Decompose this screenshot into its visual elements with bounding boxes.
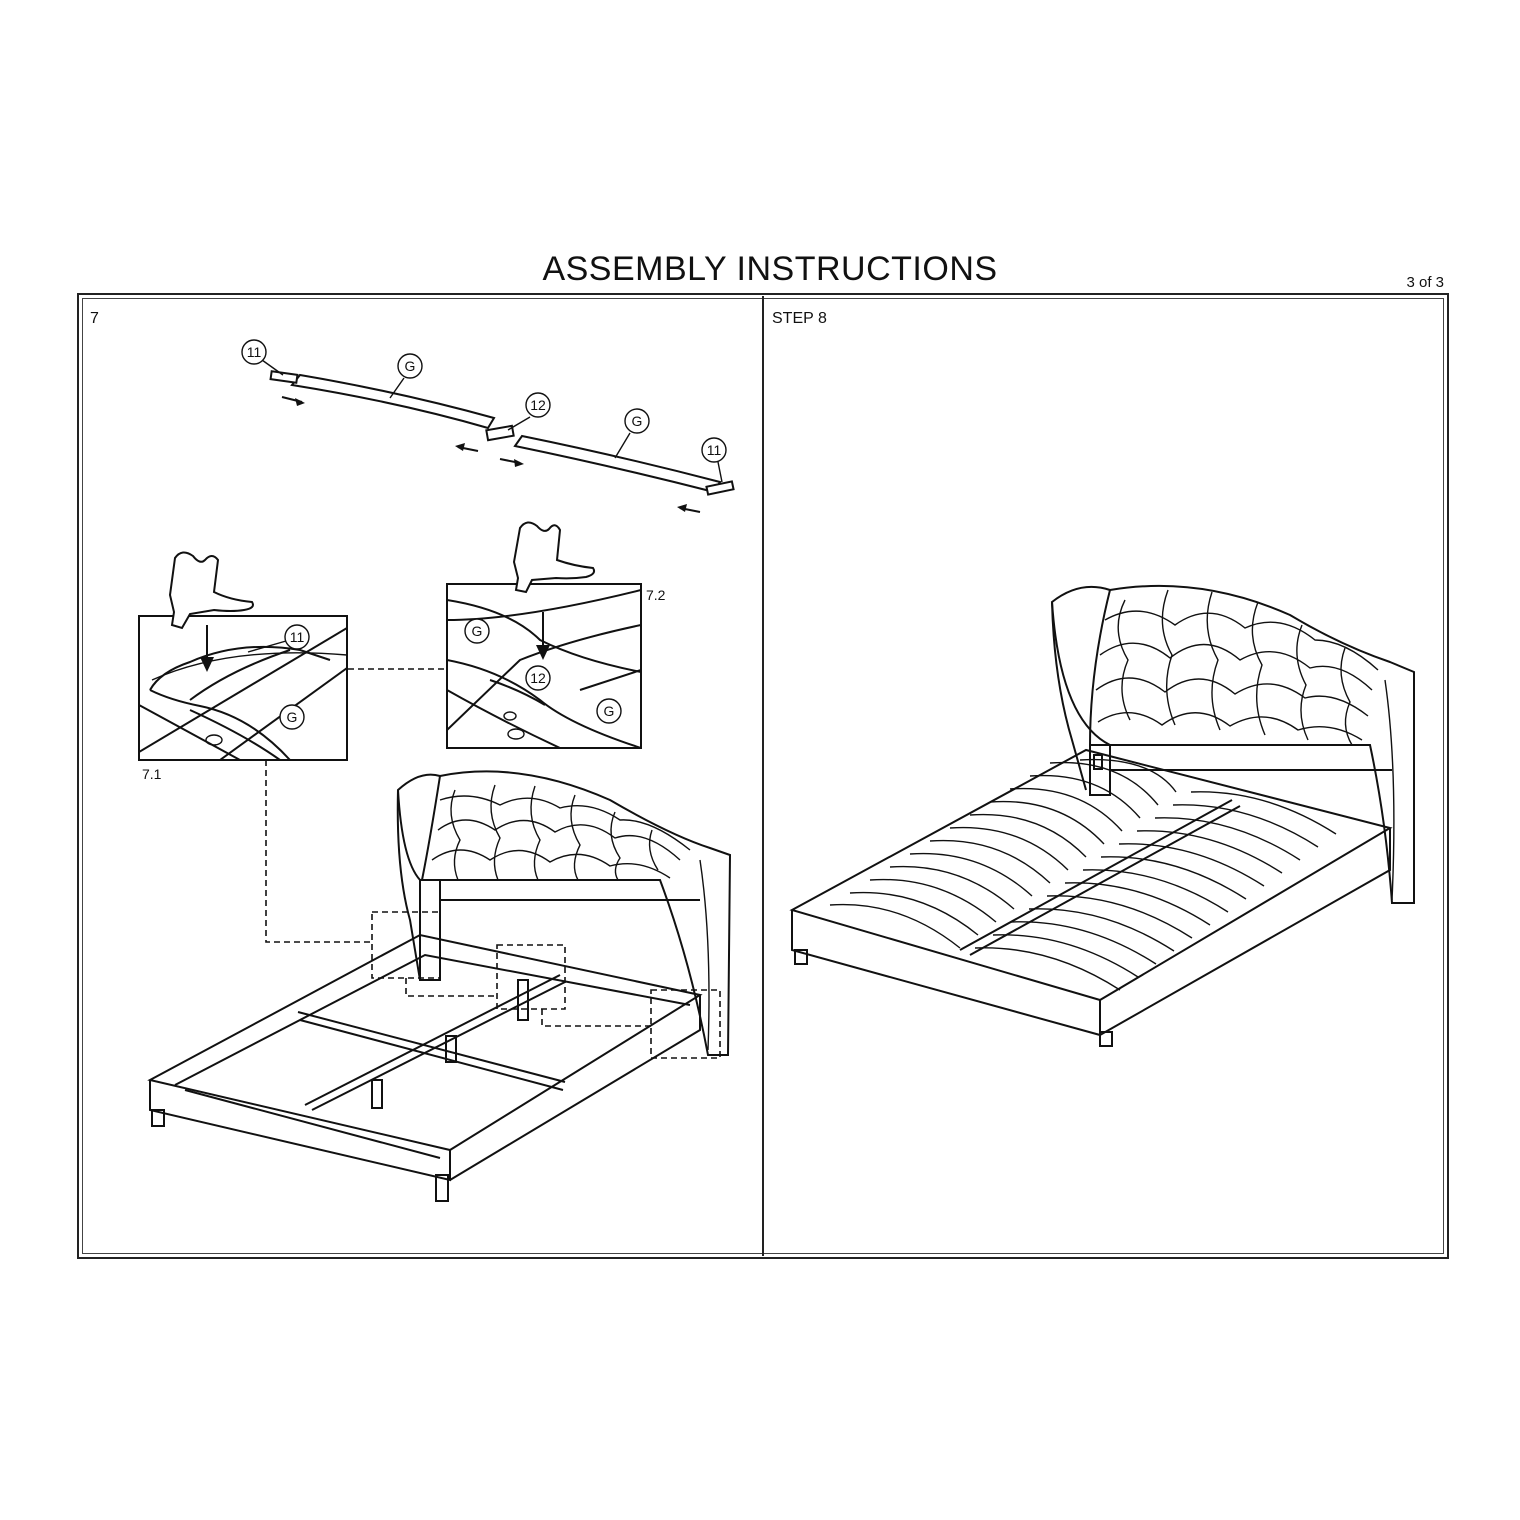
callout-12: 12 [507, 392, 551, 431]
detail-7-2-callout-12: 12 [530, 670, 546, 686]
page-title: ASSEMBLY INSTRUCTIONS [542, 250, 998, 288]
callout-11-right: 11 [701, 437, 727, 483]
callout-11-right-text: 11 [707, 442, 722, 458]
down-arrow-icon [200, 625, 214, 672]
move-arrow-icon [281, 396, 701, 513]
down-arrow-icon [536, 612, 550, 660]
callout-11-left: 11 [241, 339, 284, 376]
detail-7-2-callout-g-right: G [604, 703, 615, 719]
step-8-label: STEP 8 [772, 310, 827, 327]
page-number: 3 of 3 [1406, 274, 1444, 291]
callout-g-right-text: G [632, 413, 643, 429]
detail-7-1-callout-g: G [287, 709, 298, 725]
detail-7-2: G 12 G [446, 521, 642, 749]
step-7-label: 7 [90, 310, 99, 327]
bed-slats [829, 758, 1337, 991]
callout-12-text: 12 [530, 397, 546, 413]
callout-g-left-text: G [405, 358, 416, 374]
detail-7-2-label: 7.2 [646, 587, 666, 603]
hand-icon [168, 551, 254, 630]
bed-frame-step-7 [147, 770, 732, 1202]
slat-exploded-view: 11 G 12 G 11 [241, 339, 735, 513]
hand-icon [512, 521, 596, 594]
detail-7-1-label: 7.1 [142, 766, 162, 782]
panel-divider [762, 296, 764, 1256]
detail-7-1: 11 G [138, 551, 348, 761]
detail-7-2-callout-g-left: G [472, 623, 483, 639]
callout-g-left: G [389, 353, 423, 399]
bed-assembled-step-8 [789, 584, 1415, 1047]
callout-g-right: G [614, 408, 650, 459]
detail-7-1-callout-11: 11 [290, 629, 305, 645]
callout-11-left-text: 11 [247, 344, 262, 360]
